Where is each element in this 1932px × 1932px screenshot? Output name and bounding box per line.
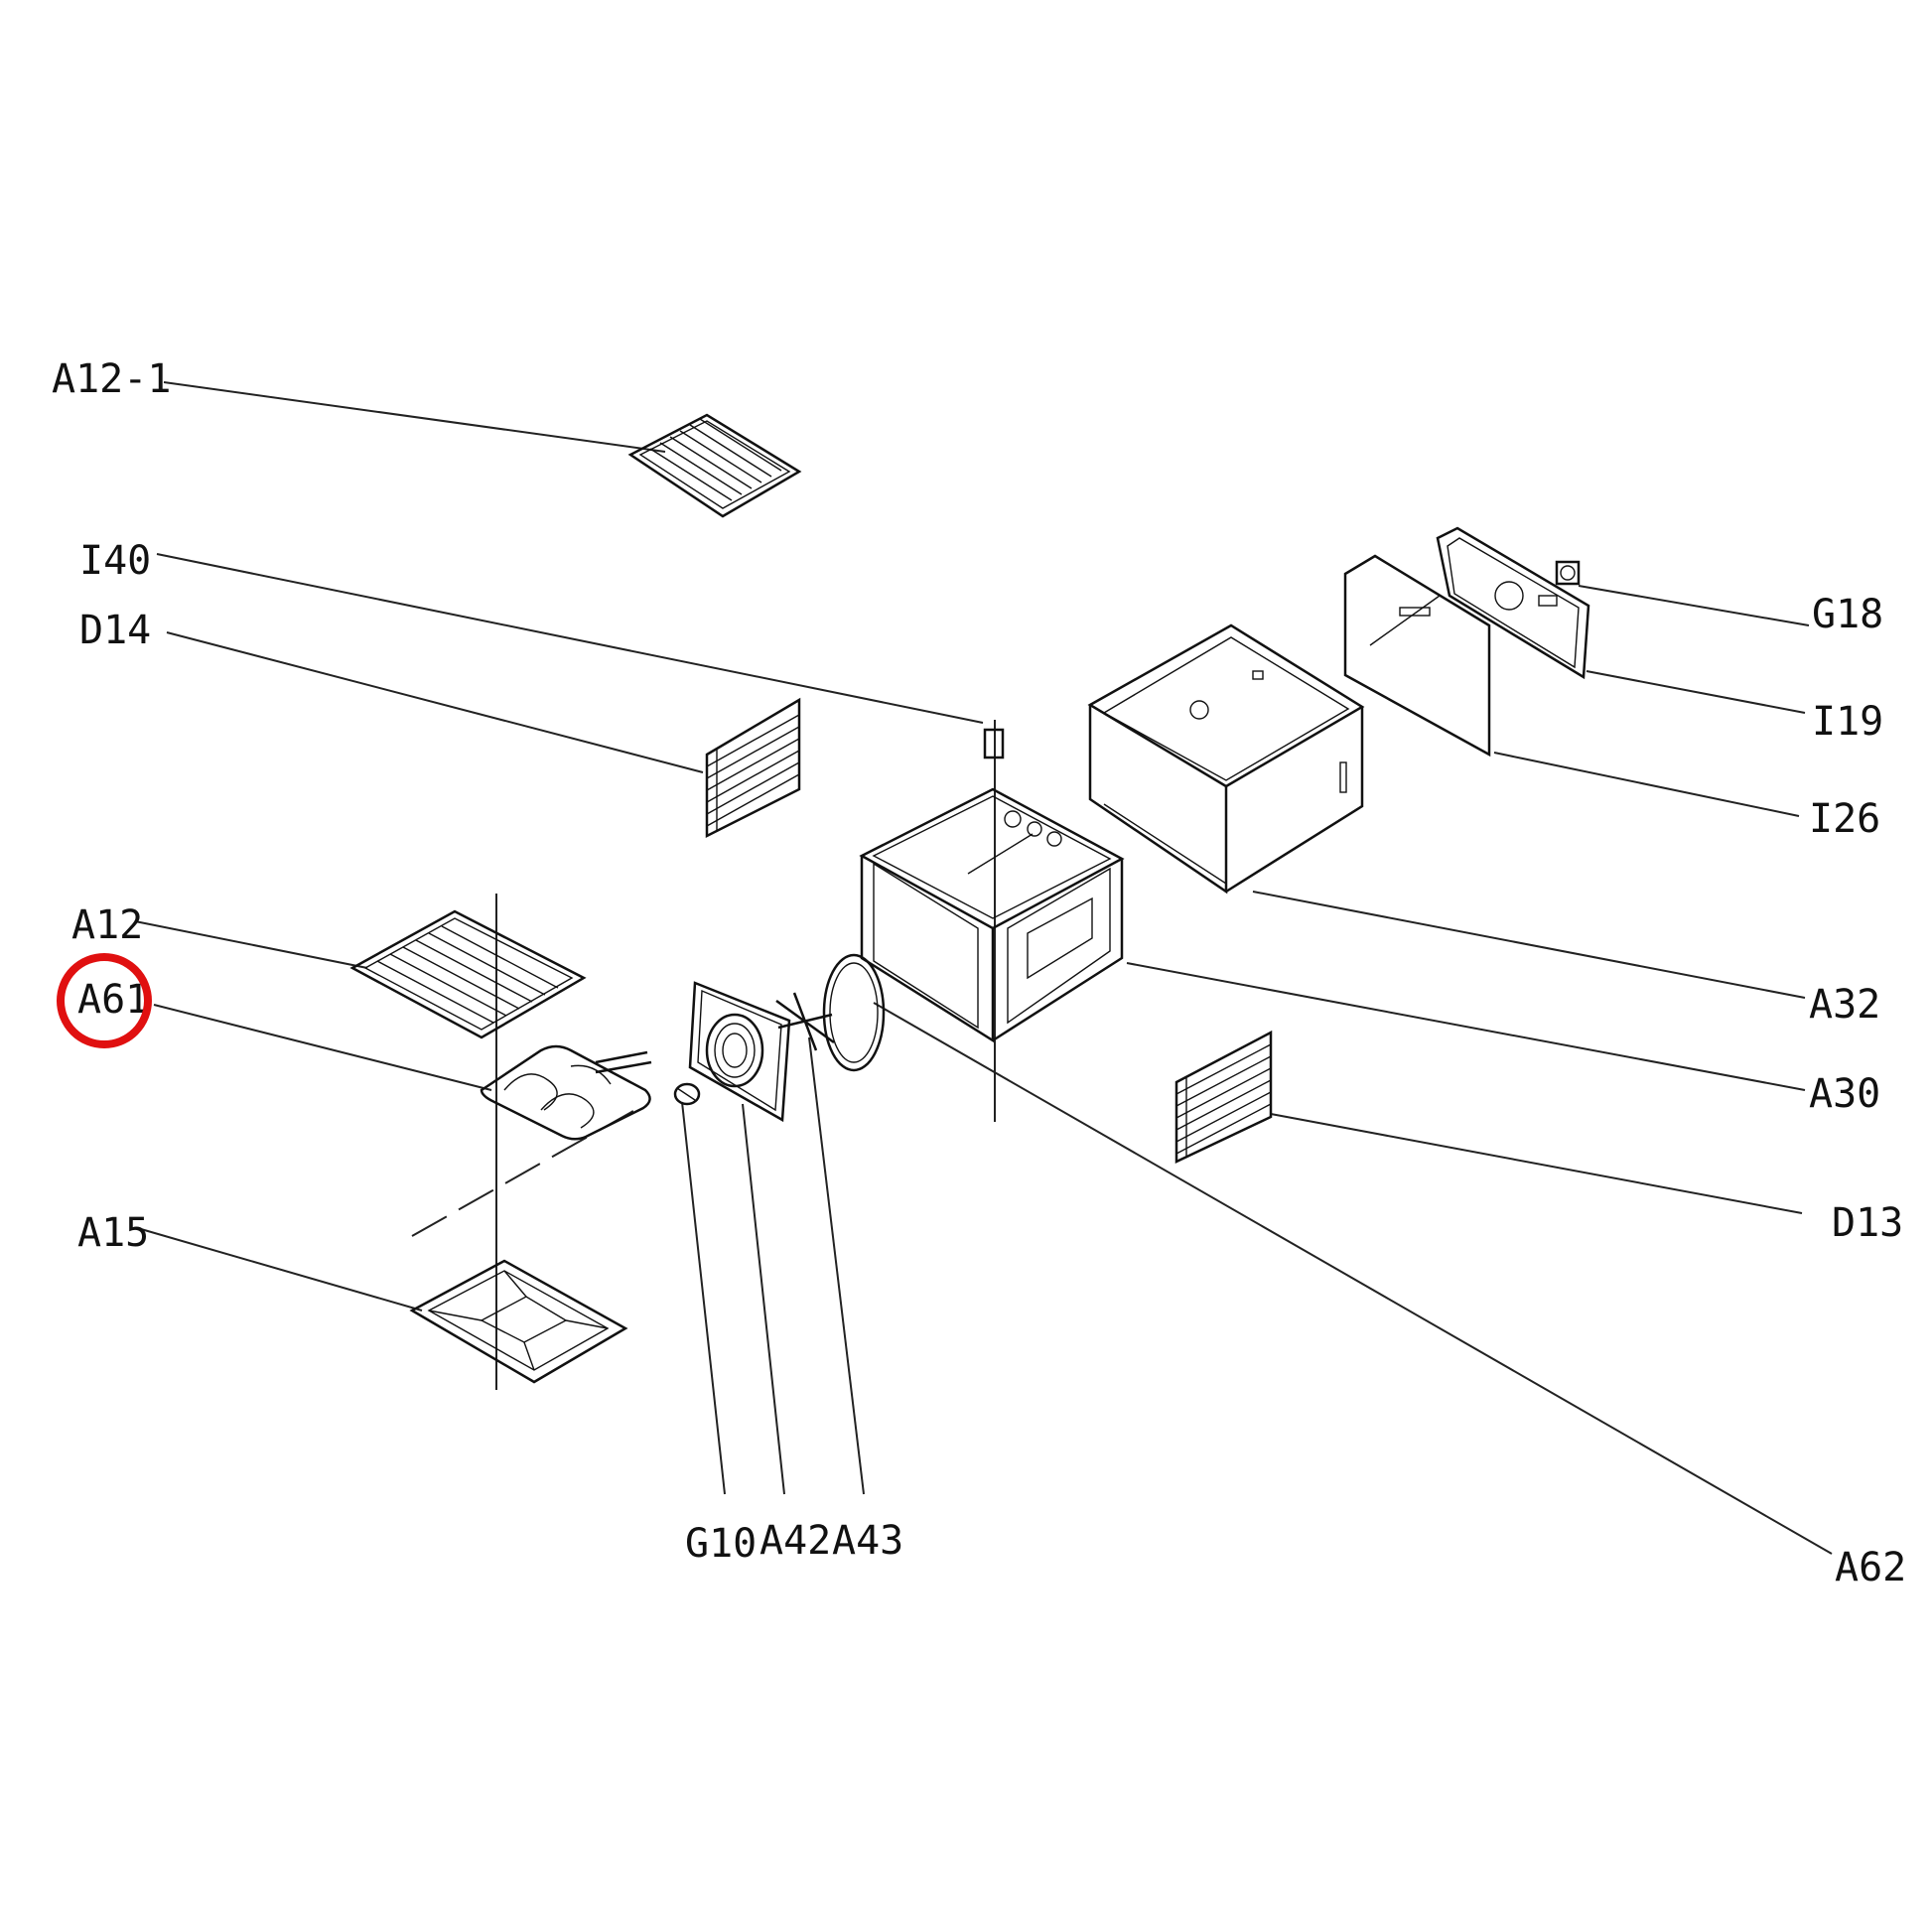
leader-g10 [681, 1101, 726, 1495]
leader-a62 [873, 1002, 1833, 1555]
leader-i40 [156, 553, 984, 724]
leader-a30 [1126, 962, 1806, 1091]
leader-a12-1 [163, 381, 666, 453]
highlight-circle [57, 953, 152, 1048]
leader-i26 [1493, 752, 1800, 817]
label-a61: A61 [77, 977, 149, 1023]
label-i19: I19 [1812, 699, 1883, 745]
label-i26: I26 [1809, 796, 1880, 842]
oven-cavity [859, 787, 1125, 1043]
label-d14: D14 [79, 608, 151, 653]
leader-lines [134, 381, 1833, 1555]
label-i40: I40 [79, 538, 151, 584]
leader-g18 [1578, 585, 1810, 626]
fan-cover-plate [688, 981, 791, 1123]
label-a62: A62 [1835, 1545, 1906, 1590]
leader-d14 [166, 631, 704, 773]
back-panel [1343, 554, 1491, 758]
label-a30: A30 [1809, 1071, 1880, 1117]
label-a12-1: A12-1 [52, 356, 171, 402]
outer-casing [1087, 623, 1365, 895]
label-a12: A12 [71, 902, 143, 948]
control-panel [1436, 526, 1590, 680]
side-rack-right [1174, 1030, 1273, 1164]
leader-a61 [153, 1004, 492, 1091]
label-g10: G10 [685, 1521, 757, 1567]
label-a32: A32 [1809, 982, 1880, 1028]
leader-a15 [140, 1228, 423, 1311]
leader-d13 [1270, 1113, 1803, 1214]
oven-lamp [673, 1082, 701, 1106]
small-bracket [983, 728, 1005, 759]
wire-rack-top [627, 413, 802, 518]
wire-rack-middle [349, 909, 587, 1039]
leader-a32 [1252, 891, 1806, 999]
control-switch [1555, 560, 1581, 586]
leader-a12 [134, 920, 368, 969]
heating-element [480, 1044, 652, 1141]
label-g18: G18 [1812, 592, 1883, 637]
label-a43: A43 [832, 1518, 903, 1564]
part-labels: A12-1 I40 D14 A12 A61 A15 G18 I19 I26 A3… [52, 356, 1906, 1590]
leader-a43 [808, 1036, 865, 1495]
leader-i19 [1586, 670, 1806, 714]
baking-tray [409, 1259, 628, 1384]
side-rack-left [705, 697, 801, 839]
label-a15: A15 [77, 1210, 149, 1256]
label-d13: D13 [1832, 1200, 1903, 1246]
convection-fan [775, 953, 886, 1072]
leader-a42 [742, 1103, 785, 1495]
label-a42: A42 [759, 1518, 831, 1564]
